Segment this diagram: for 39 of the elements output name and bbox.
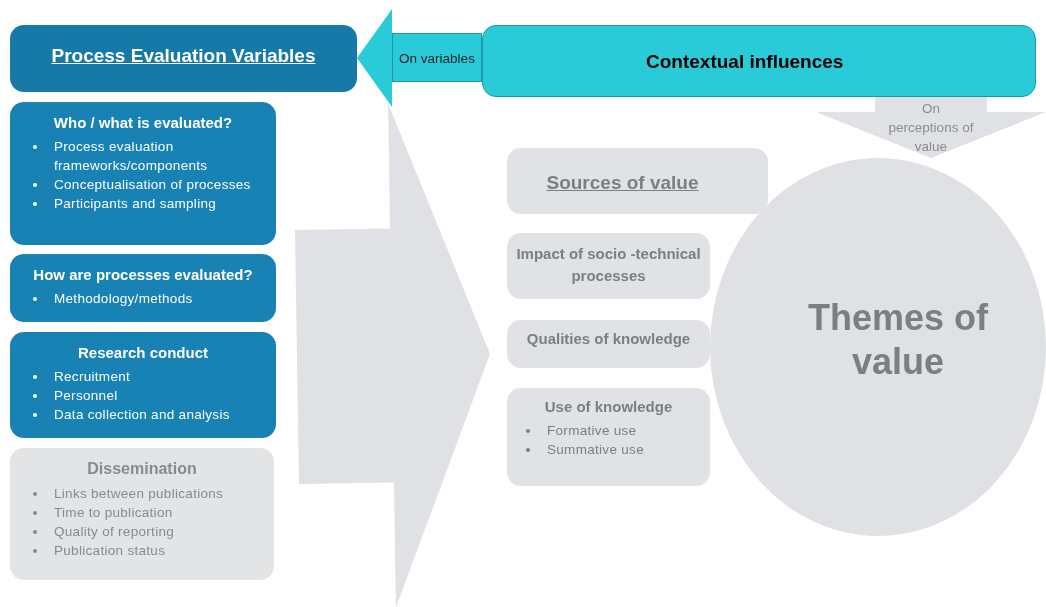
title-box [10,25,357,92]
bullet-item: Process evaluation frameworks/components [16,137,270,175]
box-heading: Impact of socio -technical processes [515,244,702,286]
source-box [507,320,710,368]
block-arrow [357,9,482,107]
bullet-item: Links between publications [16,484,268,503]
bullet-item: Recruitment [16,367,270,386]
box-heading: Use of knowledge [543,398,674,415]
bullet-item: Conceptualisation of processes [16,175,270,194]
box-heading: Dissemination [86,460,198,478]
bullet-item: Methodology/methods [16,289,270,308]
category-box [10,102,276,245]
category-box [10,332,276,438]
bullet-item: Personnel [16,386,270,405]
category-box [10,448,274,580]
context-bar [482,25,1036,97]
bullet-item: Publication status [16,541,268,560]
source-box [507,233,710,299]
block-arrow [816,97,1046,158]
edge-label: On perceptions of value [887,100,975,156]
box-heading: Sources of value [545,172,700,194]
bullet-item: Participants and sampling [16,194,270,213]
bullet-item: Quality of reporting [16,522,268,541]
bullet-item: Time to publication [16,503,268,522]
box-heading: Contextual influences [646,51,845,73]
circle-title: Themes of value [806,296,989,384]
heading-box [507,148,768,214]
block-arrow [295,103,490,607]
box-heading: Process Evaluation Variables [50,45,317,67]
source-box [507,388,710,486]
category-box [10,254,276,322]
bullet-item: Data collection and analysis [16,405,270,424]
edge-label: On variables [392,33,482,82]
box-heading: How are processes evaluated? [32,266,254,283]
bullet-item: Formative use [509,421,708,440]
box-heading: Who / what is evaluated? [52,114,234,131]
bullet-item: Summative use [509,440,708,459]
box-heading: Research conduct [76,344,209,361]
box-heading: Qualities of knowledge [525,330,692,347]
